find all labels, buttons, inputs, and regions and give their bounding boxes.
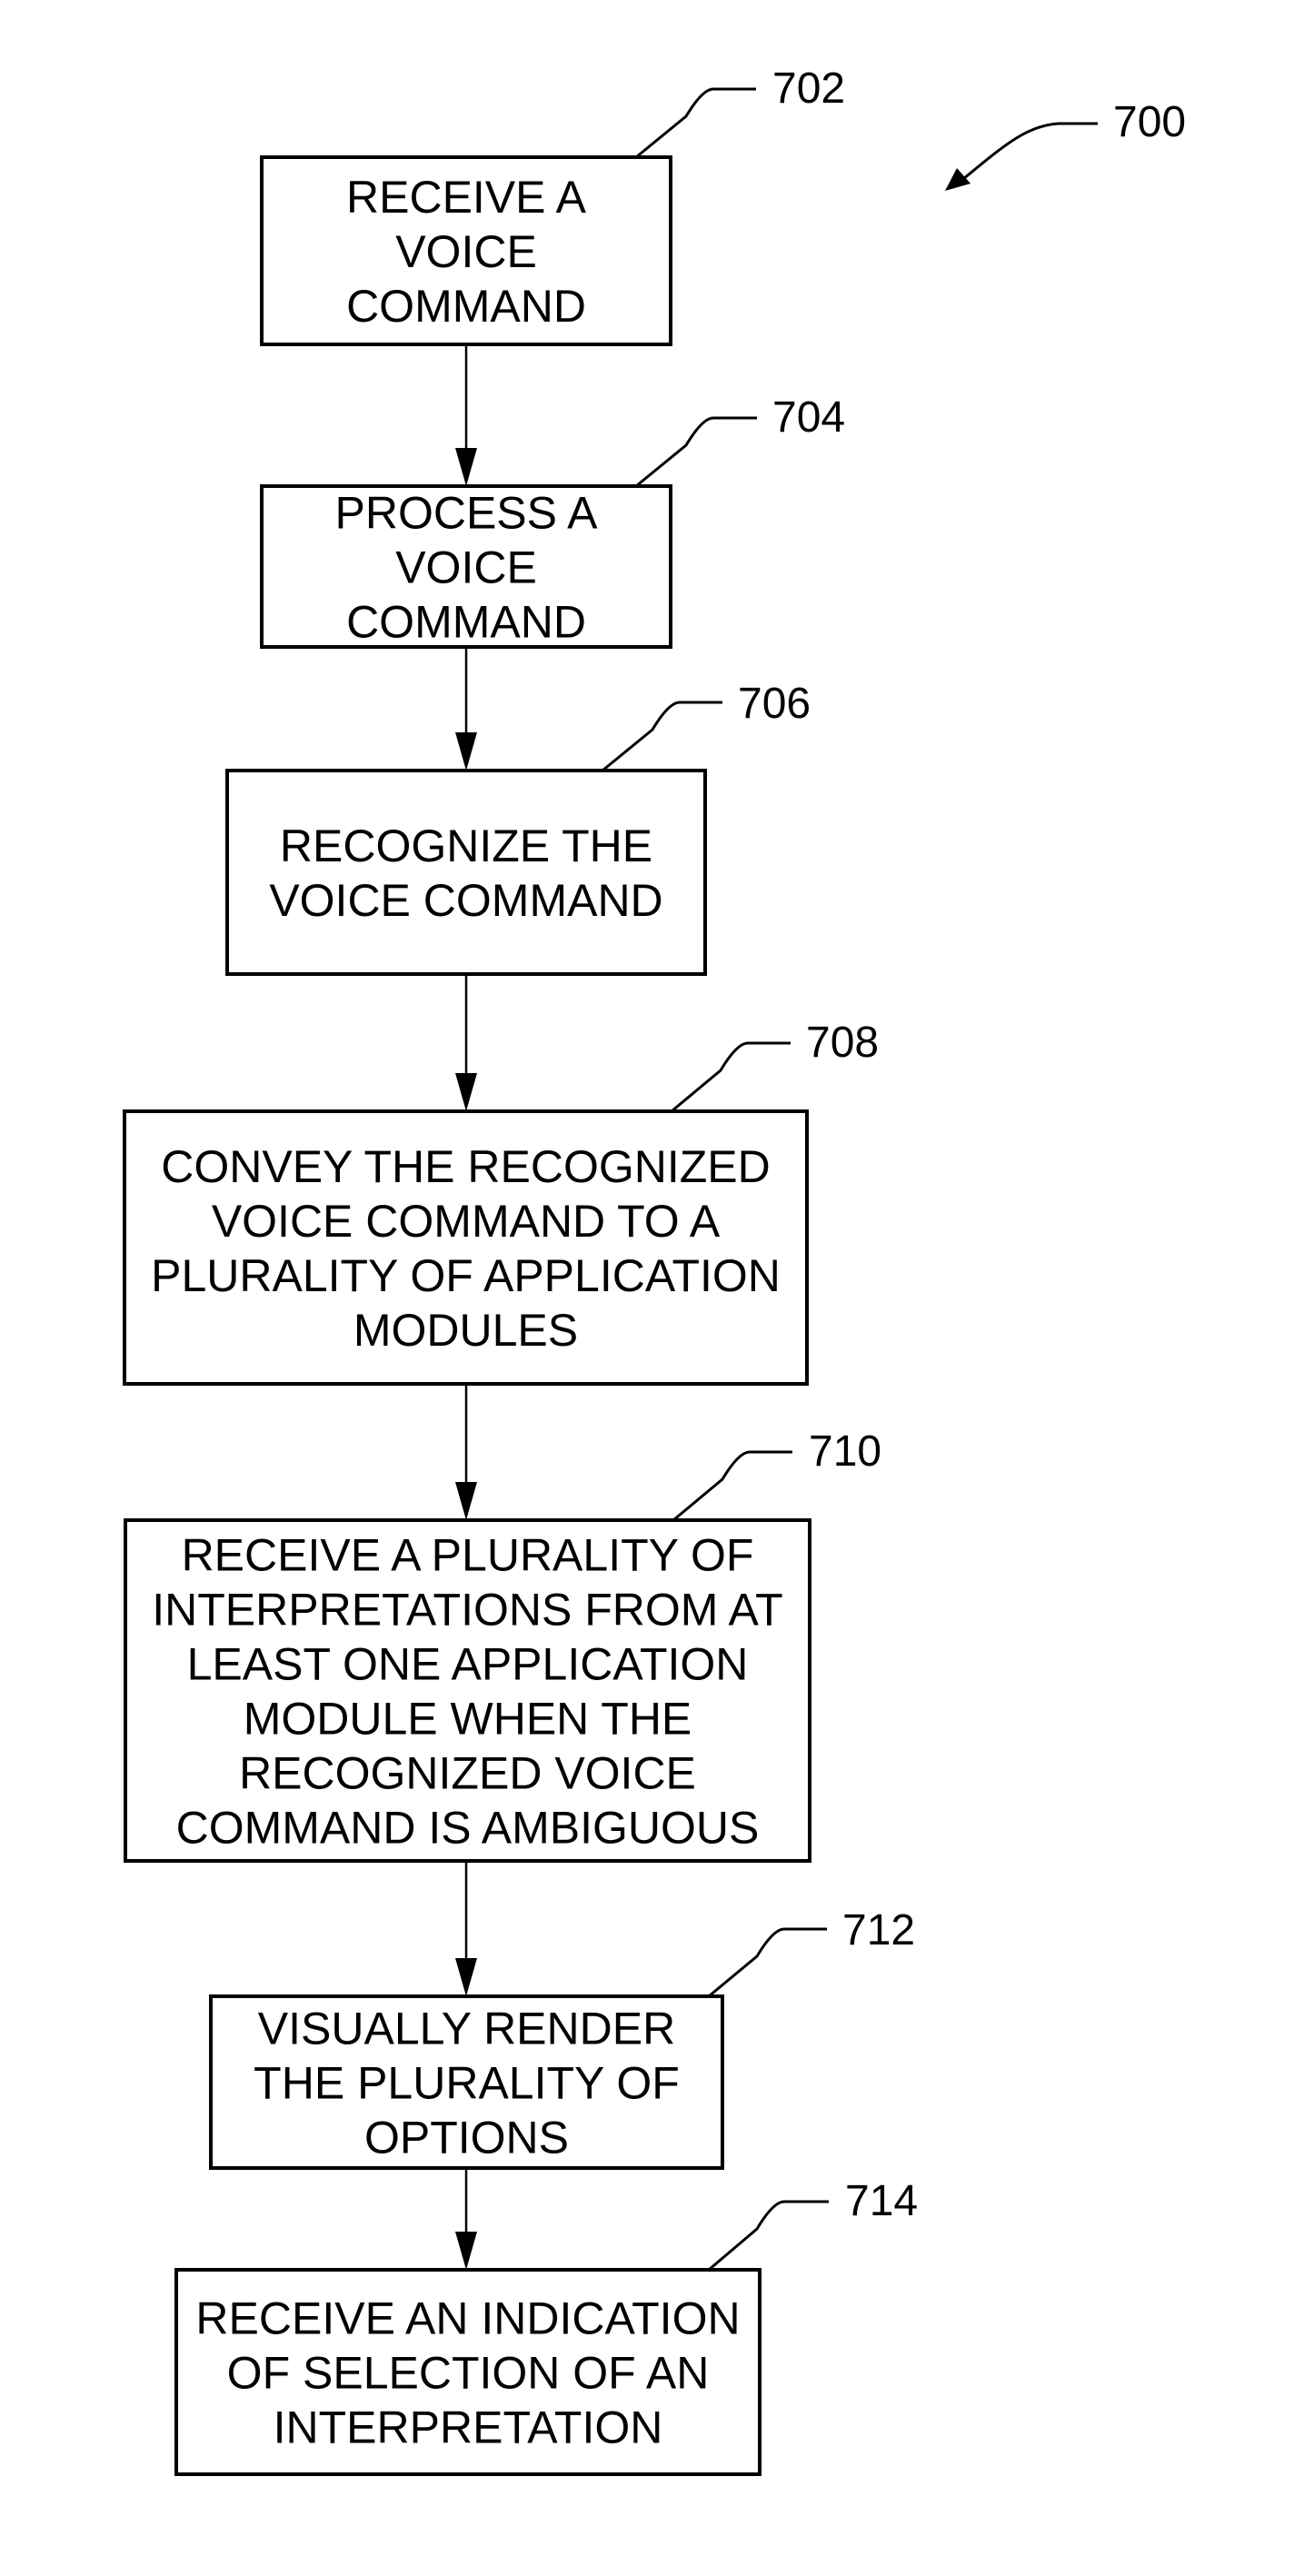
step-text-line: COMMAND [346,597,586,648]
step-text-line: CONVEY THE RECOGNIZED [161,1141,770,1192]
step-text-line: VOICE COMMAND TO A [212,1196,721,1247]
step-reference-leader [602,702,722,771]
step-text-line: THE PLURALITY OF [254,2058,680,2109]
figure-reference-arrowhead-icon [945,168,971,191]
step-text-line: COMMAND [346,281,586,332]
step-text-line: RECOGNIZED VOICE [239,1748,696,1799]
step-reference-leader [709,2202,829,2270]
flow-arrow-706-708 [455,974,477,1111]
step-text-line: RECEIVE A PLURALITY OF [182,1530,754,1581]
step-reference-leader [672,1043,791,1111]
step-706: RECOGNIZE THEVOICE COMMAND 706 [227,680,811,974]
step-box-outline [227,771,705,974]
step-702: RECEIVE AVOICECOMMAND 702 [262,65,845,344]
step-text-line: VOICE [395,542,537,593]
step-text-line: VOICE COMMAND [269,875,662,926]
step-reference-label: 706 [738,680,811,728]
step-text-line: RECEIVE A [346,172,587,223]
step-reference-label: 710 [809,1427,881,1476]
flow-arrow-704-706 [455,647,477,771]
step-text-line: MODULES [353,1305,578,1356]
figure-reference-arrow [963,124,1098,179]
flow-arrow-702-704 [455,344,477,486]
flow-arrow-710-712 [455,1861,477,1996]
step-text-line: RECEIVE AN INDICATION [195,2293,740,2344]
step-text-line: RECOGNIZE THE [280,821,652,871]
step-reference-label: 714 [845,2177,918,2225]
flow-arrow-708-710 [455,1384,477,1520]
step-text-line: COMMAND IS AMBIGUOUS [176,1803,760,1854]
step-text-line: PROCESS A [335,488,599,539]
step-text-line: MODULE WHEN THE [244,1694,692,1745]
step-reference-label: 704 [772,393,845,442]
step-704: PROCESS AVOICECOMMAND 704 [262,393,845,648]
step-text-line: OF SELECTION OF AN [227,2348,710,2399]
figure-reference-label: 700 [1113,98,1186,146]
step-reference-label: 702 [772,65,845,113]
flow-steps: RECEIVE AVOICECOMMAND702PROCESS AVOICECO… [124,65,918,2474]
arrow-down-icon [455,2232,477,2270]
figure-reference: 700 [945,98,1186,191]
step-reference-leader [673,1452,792,1520]
step-text-line: OPTIONS [364,2113,569,2163]
step-reference-label: 708 [806,1019,879,1067]
step-714: RECEIVE AN INDICATIONOF SELECTION OF ANI… [176,2177,918,2474]
step-text-line: LEAST ONE APPLICATION [187,1639,749,1690]
step-text-line: VOICE [395,226,537,277]
arrow-down-icon [455,1482,477,1520]
step-710: RECEIVE A PLURALITY OFINTERPRETATIONS FR… [125,1427,881,1861]
flow-arrow-712-714 [455,2168,477,2270]
step-text-line: INTERPRETATIONS FROM AT [152,1585,782,1636]
step-reference-label: 712 [842,1906,915,1954]
step-text-line: INTERPRETATION [274,2402,663,2453]
step-reference-leader [636,418,757,486]
step-712: VISUALLY RENDERTHE PLURALITY OFOPTIONS 71… [211,1906,915,2168]
step-text-line: PLURALITY OF APPLICATION [151,1250,781,1301]
arrow-down-icon [455,448,477,486]
step-reference-leader [709,1929,827,1996]
arrow-down-icon [455,732,477,771]
step-text-line: VISUALLY RENDER [258,2004,675,2054]
step-708: CONVEY THE RECOGNIZEDVOICE COMMAND TO AP… [124,1019,879,1384]
arrow-down-icon [455,1073,477,1111]
step-reference-leader [636,89,756,157]
arrow-down-icon [455,1958,477,1996]
